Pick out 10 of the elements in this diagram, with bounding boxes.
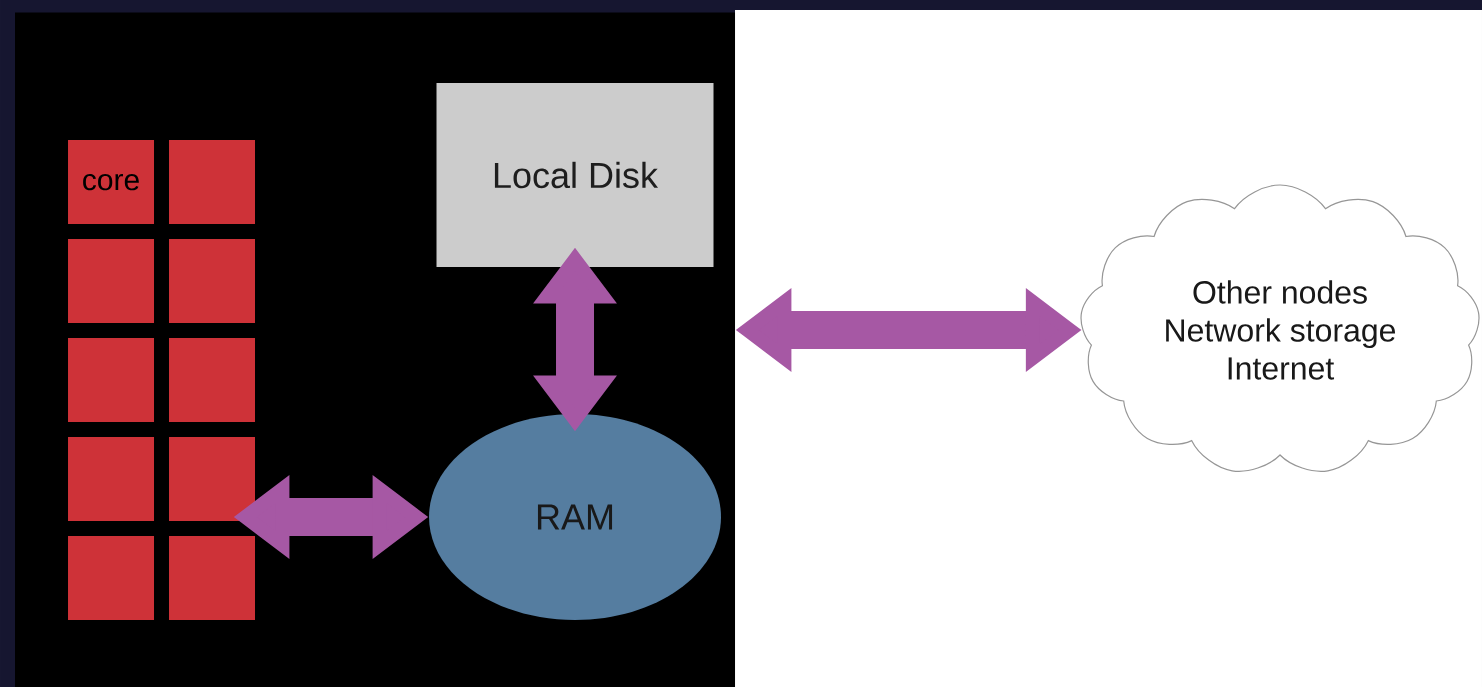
core-box: [169, 338, 255, 422]
core-box: core: [68, 140, 154, 224]
core-box: [169, 239, 255, 323]
core-box: [68, 239, 154, 323]
core-box: [68, 437, 154, 521]
core-box: [68, 338, 154, 422]
core-box: [169, 140, 255, 224]
core-box: [169, 536, 255, 620]
core-box: [169, 437, 255, 521]
core-box: [68, 536, 154, 620]
